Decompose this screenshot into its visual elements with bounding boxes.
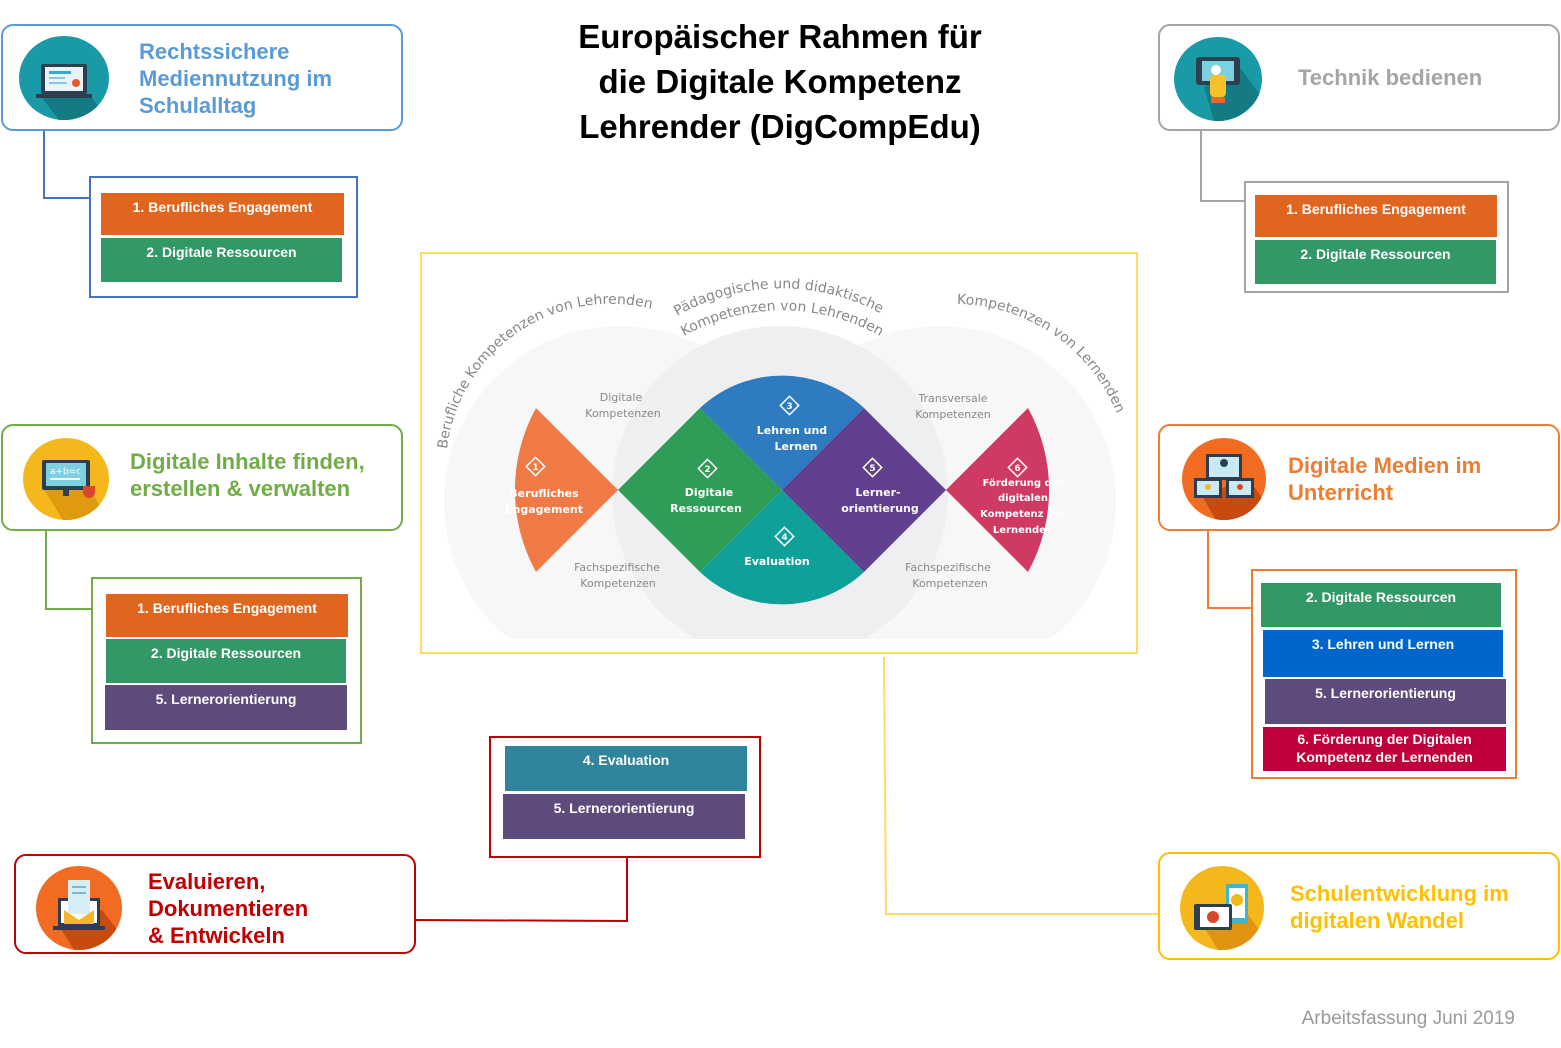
chip-digitale-ressourcen: 2. Digitale Ressourcen [1255, 240, 1496, 284]
segment-label: Lerner- [855, 486, 900, 499]
segment-4-evaluation[interactable] [700, 490, 864, 605]
chip-digitale-ressourcen: 2. Digitale Ressourcen [1261, 583, 1501, 627]
page-title: Europäischer Rahmen für die Digitale Kom… [578, 18, 982, 145]
segment-label: Evaluation [744, 555, 810, 568]
side-label-transversal: Kompetenzen [915, 408, 990, 421]
side-label-digitale: Kompetenzen [585, 407, 660, 420]
chip-lehren-und-lernen: 3. Lehren und Lernen [1263, 630, 1503, 677]
monitor-formula-icon: a+b=c [23, 438, 109, 520]
segment-1-berufliches-engagement[interactable] [514, 408, 618, 572]
laptop-certificate-icon [19, 36, 109, 120]
card-label: Digitale Medien im Unterricht [1288, 453, 1482, 505]
segment-number: 3 [786, 402, 792, 412]
competence-list-medien: 2. Digitale Ressourcen 3. Lehren und Ler… [1251, 569, 1517, 779]
chip-lernerorientierung: 5. Lernerorientierung [1265, 679, 1506, 724]
segment-label: digitalen [998, 493, 1048, 504]
segment-3-lehren-und-lernen[interactable] [700, 375, 864, 490]
segment-number: 2 [704, 465, 710, 475]
card-label: Evaluieren, Dokumentieren & Entwickeln [148, 869, 309, 948]
side-label-fach-left: Fachspezifische [574, 561, 660, 574]
tablet-touch-icon [1174, 37, 1262, 121]
side-label-fach-right: Fachspezifische [905, 561, 991, 574]
segment-label: Lehren und [757, 424, 827, 437]
side-label-digitale: Digitale [600, 391, 643, 404]
segment-label: Kompetenz der [980, 509, 1066, 520]
card-digitale-medien[interactable]: Digitale Medien im Unterricht [1158, 424, 1560, 531]
card-label: Schulentwicklung im digitalen Wandel [1290, 881, 1509, 933]
side-label-fach-left: Kompetenzen [580, 577, 655, 590]
competence-list-evaluieren: 4. Evaluation 5. Lernerorientierung [489, 736, 761, 858]
card-schulentwicklung[interactable]: Schulentwicklung im digitalen Wandel [1158, 852, 1560, 960]
connector-schulentwicklung [883, 656, 1158, 915]
segment-number: 6 [1014, 464, 1020, 474]
chip-lernerorientierung: 5. Lernerorientierung [105, 685, 347, 730]
competence-list-rechtssichere: 1. Berufliches Engagement 2. Digitale Re… [89, 176, 358, 298]
devices-question-icon [1180, 866, 1264, 950]
connector-technik [1200, 130, 1246, 202]
connector-rechtssicher [43, 130, 90, 199]
card-label: Digitale Inhalte finden, erstellen & ver… [130, 449, 365, 501]
segment-label: Lernenden [993, 525, 1053, 536]
connector-medien [1207, 530, 1252, 609]
segment-label: Ressourcen [670, 502, 742, 515]
side-label-fach-right: Kompetenzen [912, 577, 987, 590]
card-rechtssichere-mediennutzung[interactable]: Rechtssichere Mediennutzung im Schulallt… [1, 24, 403, 131]
chip-foerderung-digitaler-kompetenz: 6. Förderung der Digitalen Kompetenz der… [1263, 727, 1506, 771]
segment-label: Digitale [685, 486, 733, 499]
segment-label: Berufliches [509, 487, 579, 500]
connector-evaluieren [415, 858, 628, 923]
card-technik-bedienen[interactable]: Technik bedienen [1158, 24, 1560, 131]
segment-6-foerderung[interactable] [946, 408, 1050, 572]
segment-number-badges [525, 395, 1028, 547]
card-label: Technik bedienen [1298, 65, 1483, 90]
card-label: Rechtssichere Mediennutzung im Schulallt… [139, 39, 333, 118]
competence-list-technik: 1. Berufliches Engagement 2. Digitale Re… [1244, 181, 1509, 293]
footer-version: Arbeitsfassung Juni 2019 [1301, 1008, 1515, 1029]
segment-label: Förderung der [983, 478, 1064, 489]
segment-5-lernerorientierung[interactable] [782, 408, 946, 572]
card-digitale-inhalte[interactable]: a+b=c Digitale Inhalte finden, erstellen… [1, 424, 403, 531]
chip-digitale-ressourcen: 2. Digitale Ressourcen [106, 639, 346, 683]
svg-text:a+b=c: a+b=c [50, 467, 81, 477]
segment-number: 5 [869, 464, 875, 474]
video-conference-icon [1182, 438, 1266, 520]
chip-evaluation: 4. Evaluation [505, 746, 747, 791]
segment-number: 1 [532, 463, 538, 473]
chip-digitale-ressourcen: 2. Digitale Ressourcen [101, 238, 342, 282]
side-label-transversal: Transversale [917, 392, 987, 405]
digcompedu-diagram: Berufliche Kompetenzen von Lehrenden Päd… [420, 252, 1138, 654]
segment-label: Engagement [505, 503, 583, 516]
segment-number: 4 [781, 533, 787, 543]
segment-label: orientierung [841, 502, 919, 515]
card-evaluieren[interactable]: Evaluieren, Dokumentieren & Entwickeln [14, 854, 416, 954]
chip-berufliches-engagement: 1. Berufliches Engagement [1255, 195, 1497, 237]
segment-label: Lernen [774, 440, 817, 453]
connector-inhalte [45, 530, 92, 610]
digcompedu-wheel: Berufliche Kompetenzen von Lehrenden Päd… [435, 276, 1128, 639]
chip-lernerorientierung: 5. Lernerorientierung [503, 794, 745, 839]
laptop-mail-icon [36, 866, 122, 950]
chip-berufliches-engagement: 1. Berufliches Engagement [101, 193, 344, 235]
chip-berufliches-engagement: 1. Berufliches Engagement [106, 594, 348, 637]
competence-list-inhalte: 1. Berufliches Engagement 2. Digitale Re… [91, 577, 362, 744]
